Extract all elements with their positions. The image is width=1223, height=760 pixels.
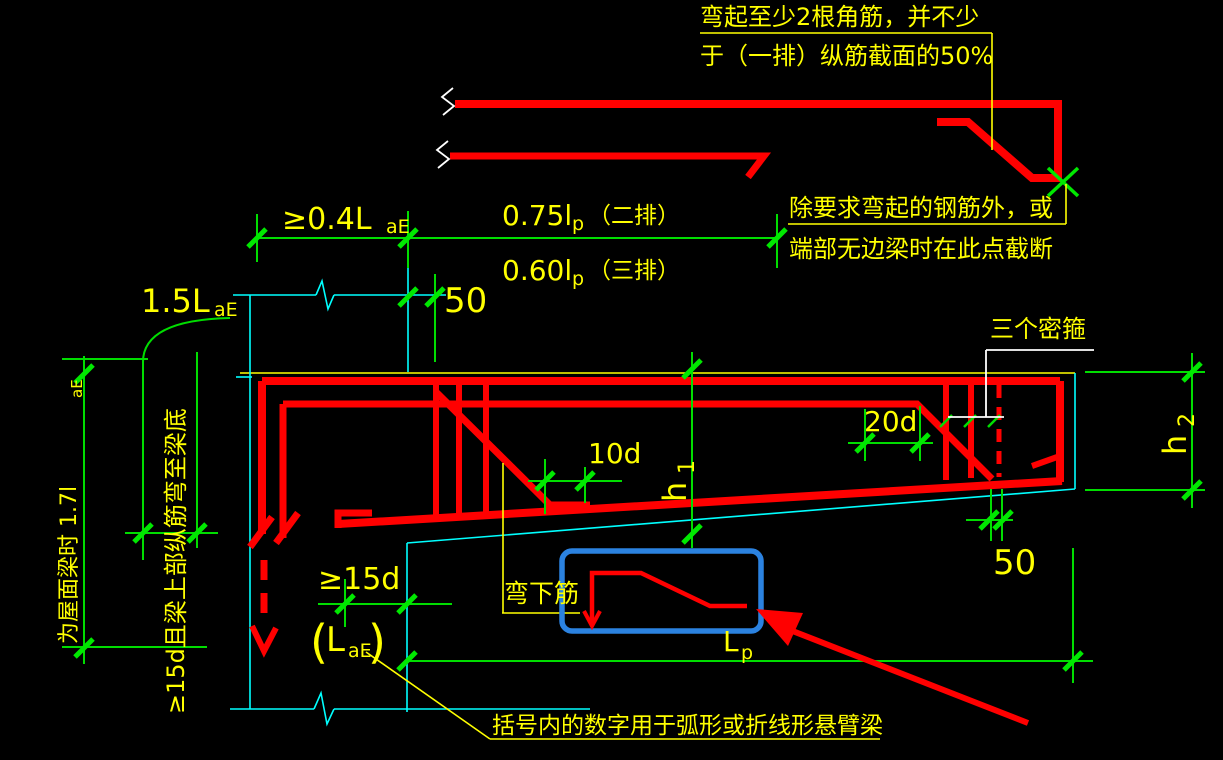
three-stirrups-label: 三个密箍 bbox=[990, 315, 1086, 343]
offset50-end-label: 50 bbox=[993, 543, 1036, 583]
dim-tick bbox=[992, 509, 1014, 531]
bend10d-label: 10d bbox=[588, 437, 641, 470]
h1-label: h bbox=[656, 482, 694, 502]
rebar-detail-top bbox=[435, 87, 1080, 198]
break-symbol bbox=[313, 690, 335, 727]
rebar-main bbox=[247, 377, 1064, 658]
lae-label: L bbox=[326, 620, 345, 660]
dim-tick bbox=[978, 509, 1000, 531]
dim-tick bbox=[1181, 361, 1203, 383]
dim-tick bbox=[246, 227, 268, 249]
dim-tick bbox=[574, 470, 596, 492]
anchor04-label: ≥0.4L bbox=[282, 202, 372, 237]
break-symbol bbox=[315, 278, 335, 312]
lae-sub: aE bbox=[348, 640, 372, 662]
bend-down-highlight bbox=[559, 548, 1030, 726]
roof-beam-note: 为屋面梁时 1.7l bbox=[57, 486, 82, 644]
left-anchor-note: ≥15d且梁上部纵筋弯至梁底 bbox=[162, 408, 190, 714]
third-row-note: （三排） bbox=[588, 258, 680, 284]
lae-paren-open: ( bbox=[310, 615, 328, 669]
dim-tick bbox=[397, 227, 419, 249]
lp-sub: p bbox=[741, 642, 753, 664]
paren-note-label: 括号内的数字用于弧形或折线形悬臂梁 bbox=[492, 713, 883, 739]
cutoff-note-line1: 除要求弯起的钢筋外，或 bbox=[789, 194, 1053, 222]
second-layer-bar bbox=[283, 400, 995, 482]
h2-sub: 2 bbox=[1175, 413, 1200, 427]
pointer-arrow-tail bbox=[788, 627, 1030, 726]
h1-sub: 1 bbox=[675, 460, 700, 474]
paren-note-leader bbox=[365, 651, 491, 740]
leader-arc bbox=[142, 317, 231, 363]
beam-outline bbox=[230, 295, 1076, 727]
bottom-bar bbox=[337, 477, 1063, 528]
bar-break-slash bbox=[273, 510, 301, 546]
anchor15-sub: aE bbox=[214, 299, 238, 321]
roof-beam-note-sub: aE bbox=[68, 379, 86, 398]
second-row-sub: p bbox=[572, 213, 584, 235]
bent-bar-glyph-arrow bbox=[582, 610, 602, 631]
bar-break-mark bbox=[440, 87, 456, 116]
dim-tick bbox=[909, 432, 931, 454]
second-row-note: （二排） bbox=[588, 203, 680, 229]
dim-tick bbox=[396, 650, 418, 672]
second-row-label: 0.75l bbox=[502, 199, 572, 232]
bend-up-note-line2: 于（一排）纵筋截面的50% bbox=[700, 42, 993, 70]
h2-label: h bbox=[1156, 435, 1194, 455]
highlight-box bbox=[559, 548, 764, 634]
beam-bottom-edge bbox=[406, 488, 1076, 544]
leader-lines bbox=[365, 32, 1094, 740]
bend-up-note-line1: 弯起至少2根角筋，并不少 bbox=[700, 3, 979, 31]
offset50-top-label: 50 bbox=[444, 281, 487, 321]
third-row-sub: p bbox=[572, 268, 584, 290]
bar-break-mark bbox=[435, 140, 451, 169]
end-hook-stub bbox=[1030, 453, 1062, 469]
third-row-label: 0.60l bbox=[502, 254, 572, 287]
dim-tick bbox=[186, 522, 208, 544]
dim-tick bbox=[397, 286, 419, 308]
lae-paren-close: ) bbox=[368, 615, 386, 669]
bar-break-slash bbox=[247, 514, 275, 550]
bend-down-label: 弯下筋 bbox=[504, 579, 579, 608]
dim-tick bbox=[424, 286, 446, 308]
anchor-arrow-tip bbox=[249, 624, 279, 658]
top-detail-bent-bar bbox=[455, 100, 1062, 182]
anchor15-label: 1.5L bbox=[141, 282, 210, 320]
top-detail-straight-bar bbox=[450, 152, 772, 180]
dim-tick bbox=[73, 637, 95, 659]
dim-tick bbox=[766, 227, 788, 249]
dim-tick bbox=[1062, 650, 1084, 672]
dimension-lines bbox=[62, 211, 1205, 683]
dim-tick bbox=[681, 523, 703, 545]
cutoff-x-mark bbox=[1046, 166, 1080, 198]
dim-tick bbox=[396, 593, 418, 615]
bent-bar-glyph bbox=[589, 570, 747, 622]
hook15d-label: ≥15d bbox=[318, 562, 400, 597]
dim-tick bbox=[132, 522, 154, 544]
bend20d-label: 20d bbox=[864, 405, 917, 438]
dim-tick bbox=[73, 363, 95, 385]
dim-tick bbox=[334, 593, 356, 615]
dim-tick bbox=[854, 432, 876, 454]
cutoff-note-line2: 端部无边梁时在此点截断 bbox=[789, 235, 1053, 263]
bottom-bar-hook bbox=[334, 509, 372, 528]
dim-tick bbox=[681, 358, 703, 380]
anchor04-sub: aE bbox=[386, 216, 410, 238]
pointer-arrow-head bbox=[756, 609, 803, 646]
bent-down-bar bbox=[433, 389, 552, 507]
labels: 弯起至少2根角筋，并不少 于（一排）纵筋截面的50% 除要求弯起的钢筋外，或 端… bbox=[57, 3, 1200, 739]
dim-tick bbox=[1181, 479, 1203, 501]
dim-tick bbox=[534, 470, 556, 492]
lp-label: L bbox=[723, 625, 739, 658]
